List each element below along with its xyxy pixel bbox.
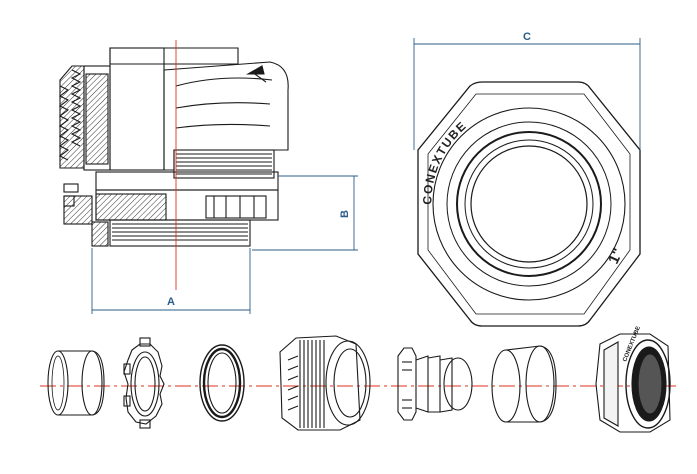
part-ribbed-insert xyxy=(397,347,473,421)
hex-nut-window xyxy=(205,195,267,219)
hex-bore xyxy=(470,145,588,263)
dimension-b-label: B xyxy=(339,210,351,218)
hex-front-view xyxy=(417,81,641,327)
nut-body xyxy=(109,47,165,171)
part-cap-nut xyxy=(595,333,671,433)
part-locknut xyxy=(123,337,165,429)
thread-middle xyxy=(173,149,275,179)
part-seal-sleeve xyxy=(491,345,557,423)
hex-outer-circle xyxy=(432,107,626,301)
hex-ring-inner xyxy=(464,139,594,269)
body-left-hatch xyxy=(85,73,109,165)
cap-nut-curve-2 xyxy=(175,102,271,109)
hex-inner-outline xyxy=(427,93,631,315)
hex-nut-lower-top xyxy=(95,171,279,191)
nut-top xyxy=(109,47,239,65)
dimension-a xyxy=(91,248,251,314)
conduit-section-lower xyxy=(63,183,93,225)
thread-lower xyxy=(91,219,251,247)
hex-ring-outer xyxy=(446,121,612,287)
arrow-mark-stem xyxy=(251,71,267,83)
side-section-view xyxy=(58,47,289,247)
part-sleeve xyxy=(47,350,105,416)
dimension-c xyxy=(413,38,641,150)
part-sealing-ring xyxy=(199,344,245,422)
hex-outline xyxy=(417,81,641,327)
conduit-section-upper xyxy=(58,65,85,169)
hex-ring-mid xyxy=(456,131,602,277)
hex-nut-hatch xyxy=(95,193,167,221)
dimension-c-label: C xyxy=(523,31,531,43)
cap-nut-curve-1 xyxy=(175,77,273,87)
dimension-a-label: A xyxy=(167,296,175,308)
hex-size-label: 1" xyxy=(605,245,627,266)
arrow-mark-icon xyxy=(245,65,265,75)
part-threaded-body xyxy=(279,335,371,431)
cap-nut-curve-3 xyxy=(175,123,271,129)
dimension-b xyxy=(252,175,358,251)
